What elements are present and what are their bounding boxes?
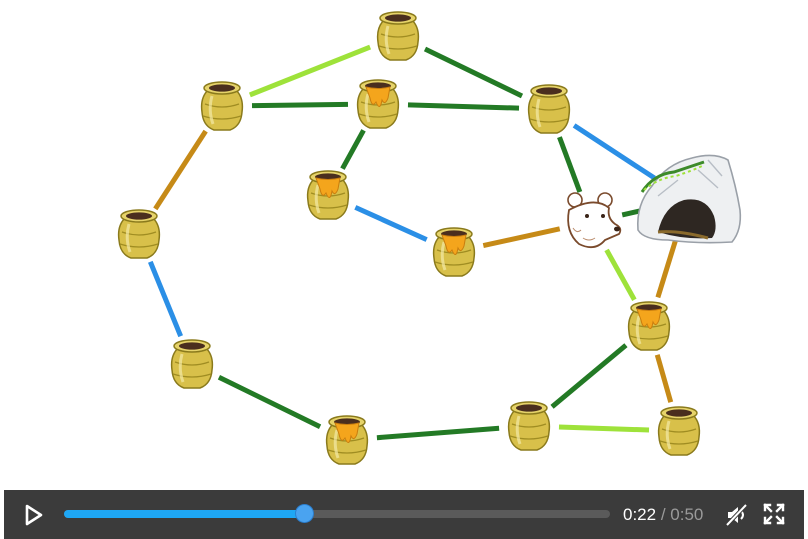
fullscreen-icon <box>763 503 785 525</box>
edge-p6-bear <box>482 226 561 249</box>
fullscreen-button[interactable] <box>762 502 786 526</box>
edge-p9-p10 <box>376 425 500 441</box>
bear-icon <box>567 192 622 249</box>
progress-bar[interactable] <box>64 505 610 522</box>
honey-pot-p5 <box>306 170 350 220</box>
honey-pot-p7 <box>117 209 161 259</box>
edge-p4-bear <box>557 136 583 193</box>
progress-handle[interactable] <box>296 505 314 522</box>
honey-pot-p10 <box>507 401 551 451</box>
edge-bear-p11 <box>604 248 637 302</box>
honey-pot-p1 <box>376 11 420 61</box>
edge-cave-p11 <box>655 237 679 299</box>
total-time: 0:50 <box>670 505 704 524</box>
time-readout: 0:22 / 0:50 <box>623 506 703 524</box>
honey-pot-p2 <box>200 81 244 131</box>
muted-speaker-icon <box>725 503 748 527</box>
play-button[interactable] <box>20 502 46 528</box>
edge-p8-p9 <box>217 374 322 430</box>
edge-p7-p8 <box>148 260 183 338</box>
edge-p2-p3 <box>251 101 349 109</box>
edge-p11-p12 <box>654 354 674 403</box>
play-icon <box>25 504 43 526</box>
honey-pot-p11 <box>627 301 671 351</box>
edge-p4-cave <box>572 123 656 181</box>
edge-p10-p12 <box>558 424 650 433</box>
edge-p3-p4 <box>407 102 520 111</box>
edges-layer <box>148 44 679 441</box>
honey-graph-scene <box>117 11 742 465</box>
honey-pot-p3 <box>356 79 400 129</box>
honey-pot-p8 <box>170 339 214 389</box>
time-separator: / <box>660 505 666 524</box>
edge-p2-p7 <box>153 129 208 211</box>
honey-pot-p4 <box>527 84 571 134</box>
current-time: 0:22 <box>623 505 657 524</box>
honey-pot-p6 <box>432 227 476 277</box>
cave-icon <box>636 154 742 244</box>
mute-button[interactable] <box>724 502 750 528</box>
progress-fill <box>64 510 305 518</box>
honey-pot-p9 <box>325 415 369 465</box>
edge-p1-p2 <box>248 44 372 98</box>
edge-p10-p11 <box>550 343 628 409</box>
edge-p3-p5 <box>340 129 366 170</box>
edge-p5-p6 <box>354 205 428 242</box>
honey-pot-p12 <box>657 406 701 456</box>
edge-p1-p4 <box>423 46 524 99</box>
animation-stage <box>117 11 742 465</box>
video-control-bar: 0:22 / 0:50 <box>4 490 804 539</box>
nodes-layer <box>117 11 742 465</box>
